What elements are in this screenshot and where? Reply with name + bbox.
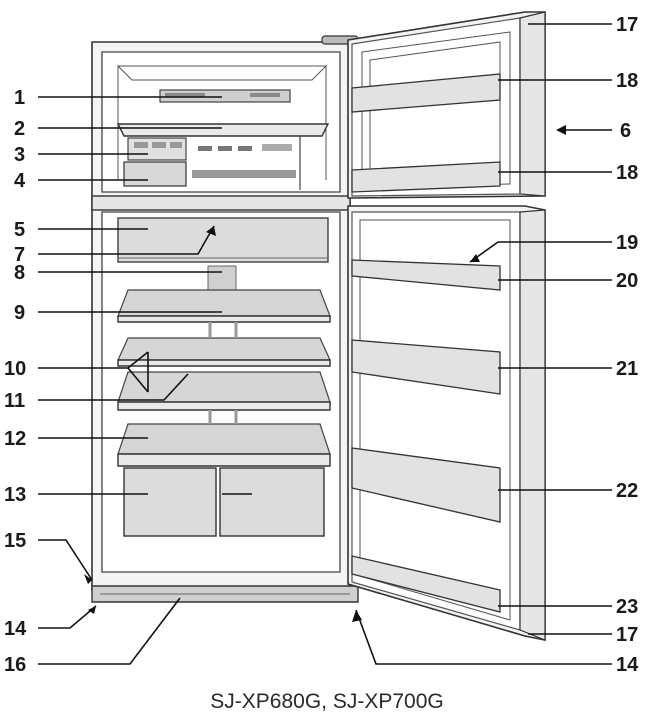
- fridge-compartment: [101, 211, 341, 573]
- callout-11: 11: [4, 390, 25, 412]
- callout-22: 22: [616, 480, 638, 502]
- callout-19: 19: [616, 232, 638, 254]
- callout-14-left: 14: [4, 618, 27, 640]
- callout-2: 2: [14, 118, 25, 140]
- callout-12: 12: [4, 428, 26, 450]
- callout-20: 20: [616, 270, 638, 292]
- callout-14-right: 14: [616, 654, 639, 676]
- callout-18-top: 18: [616, 70, 638, 92]
- fridge-door: [347, 205, 546, 641]
- callout-17-bottom: 17: [616, 624, 638, 646]
- callout-15: 15: [4, 530, 26, 552]
- freezer-compartment: [101, 51, 341, 193]
- callout-4: 4: [14, 170, 26, 192]
- callout-9: 9: [14, 302, 25, 324]
- model-caption: SJ-XP680G, SJ-XP700G: [210, 690, 443, 713]
- callout-1: 1: [14, 87, 25, 109]
- freezer-door: [347, 11, 546, 199]
- callout-21: 21: [616, 358, 638, 380]
- callout-7: 7: [14, 244, 25, 266]
- cabinet: [91, 35, 359, 603]
- callout-5: 5: [14, 219, 25, 241]
- callout-10: 10: [4, 358, 26, 380]
- callout-16: 16: [4, 654, 26, 676]
- callout-17-top: 17: [616, 14, 638, 36]
- callout-3: 3: [14, 144, 25, 166]
- leader-lines: [38, 23, 612, 665]
- callout-23: 23: [616, 596, 638, 618]
- base-grille: [91, 585, 359, 603]
- callout-18-bottom: 18: [616, 162, 638, 184]
- callout-8: 8: [14, 262, 25, 284]
- callout-13: 13: [4, 484, 26, 506]
- callout-numbers: 1 2 3 4 5 7 8 9 10 11 12 13 15 14 16 17 …: [4, 14, 639, 676]
- callout-6: 6: [620, 120, 631, 142]
